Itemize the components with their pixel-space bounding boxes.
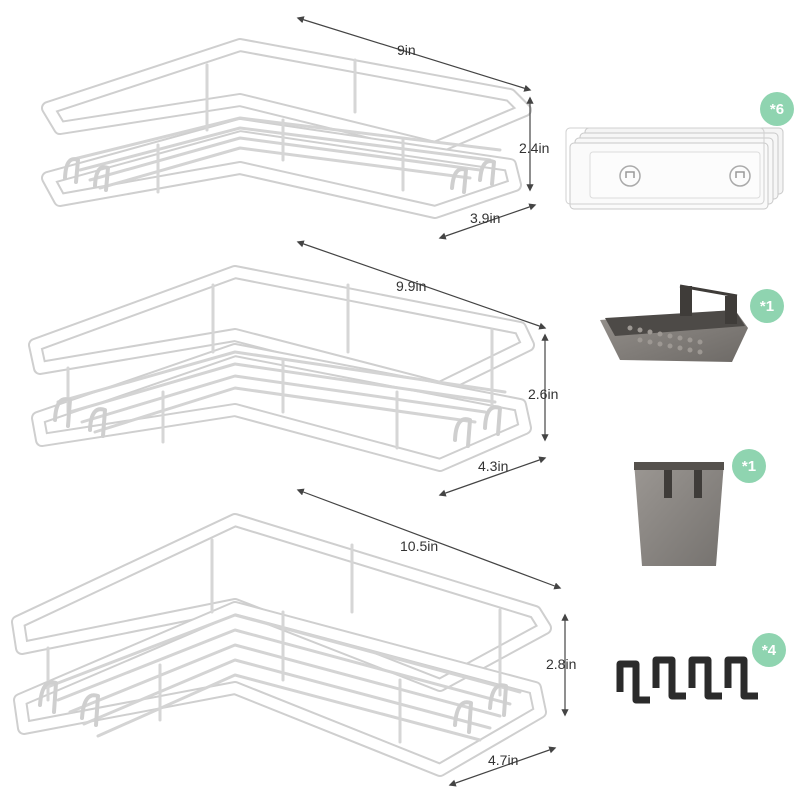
hooks-quantity-badge: *4 <box>752 633 786 667</box>
toothbrush-cup <box>634 462 724 566</box>
shelf-medium-height-label: 2.6in <box>528 386 559 402</box>
strips-quantity-badge: *6 <box>760 92 794 126</box>
shelf-small-width-label: 9in <box>397 42 416 58</box>
shelf-medium-width-label: 9.9in <box>396 278 427 294</box>
shelf-small-depth-label: 3.9in <box>470 210 501 226</box>
shelf-medium-depth-label: 4.3in <box>478 458 509 474</box>
medium-shelf <box>28 265 535 472</box>
shelf-small-height-label: 2.4in <box>519 140 550 156</box>
soap-dish-quantity-badge: *1 <box>750 289 784 323</box>
cup-quantity-badge: *1 <box>732 449 766 483</box>
soap-dish <box>600 284 748 362</box>
large-shelf <box>11 513 552 777</box>
hooks <box>616 656 758 704</box>
shelf-large-width-label: 10.5in <box>400 538 439 554</box>
small-shelf <box>41 38 532 219</box>
adhesive-strips <box>565 127 784 210</box>
shelf-large-height-label: 2.8in <box>546 656 577 672</box>
shelf-large-depth-label: 4.7in <box>488 752 519 768</box>
